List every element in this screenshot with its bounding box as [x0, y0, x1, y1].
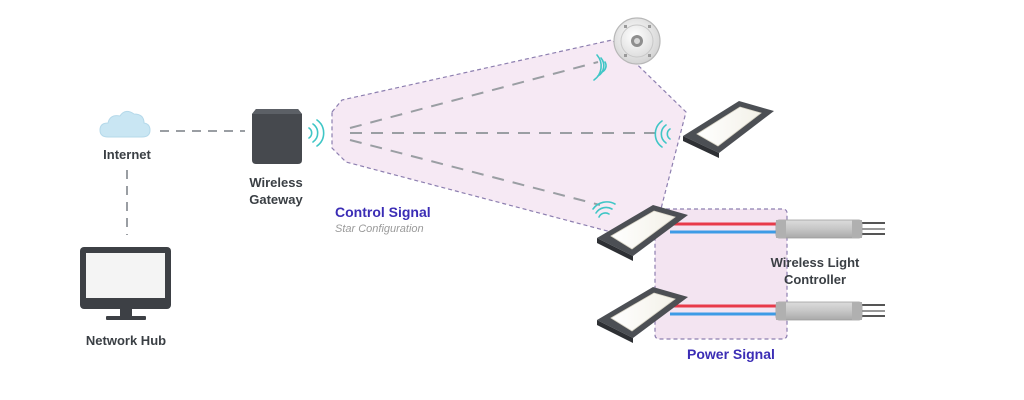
cloud-icon: [99, 110, 151, 138]
driver-box-2-icon: [775, 301, 863, 321]
wave-fixture-1-icon: [654, 120, 671, 148]
control-signal-subtitle: Star Configuration: [335, 223, 424, 235]
wave-fixture-2-icon: [592, 201, 616, 218]
wave-gateway-icon: [308, 119, 325, 147]
internet-label: Internet: [103, 147, 151, 162]
power-signal-title: Power Signal: [687, 346, 775, 362]
monitor-icon: [80, 247, 171, 320]
driver-box-icon: [775, 219, 863, 239]
gateway-label-line-2: Gateway: [249, 192, 303, 207]
gateway-label-line-1: Wireless: [249, 175, 303, 190]
wave-sensor-icon: [593, 54, 607, 81]
gateway-label: Wireless Gateway: [230, 174, 322, 208]
light-fixture-3-icon: [597, 287, 688, 343]
occupancy-sensor-icon: [613, 17, 661, 65]
link-gateway-fixture-2: [349, 139, 601, 206]
control-signal-title: Control Signal: [335, 204, 431, 220]
controller-label-line-2: Controller: [783, 272, 847, 287]
control-links: [349, 61, 660, 206]
network-links: [126, 130, 245, 235]
light-fixture-1-icon: [683, 101, 774, 158]
link-gateway-sensor: [349, 61, 599, 129]
controller-label: Wireless Light Controller: [755, 254, 875, 288]
wireless-wave-icons: [308, 54, 671, 218]
gateway-box-icon: [252, 109, 302, 164]
light-fixture-2-icon: [597, 205, 688, 261]
mains-wires: [862, 222, 885, 317]
controller-label-line-1: Wireless Light: [770, 255, 860, 270]
network-hub-label: Network Hub: [85, 333, 167, 348]
power-wires: [670, 222, 780, 316]
